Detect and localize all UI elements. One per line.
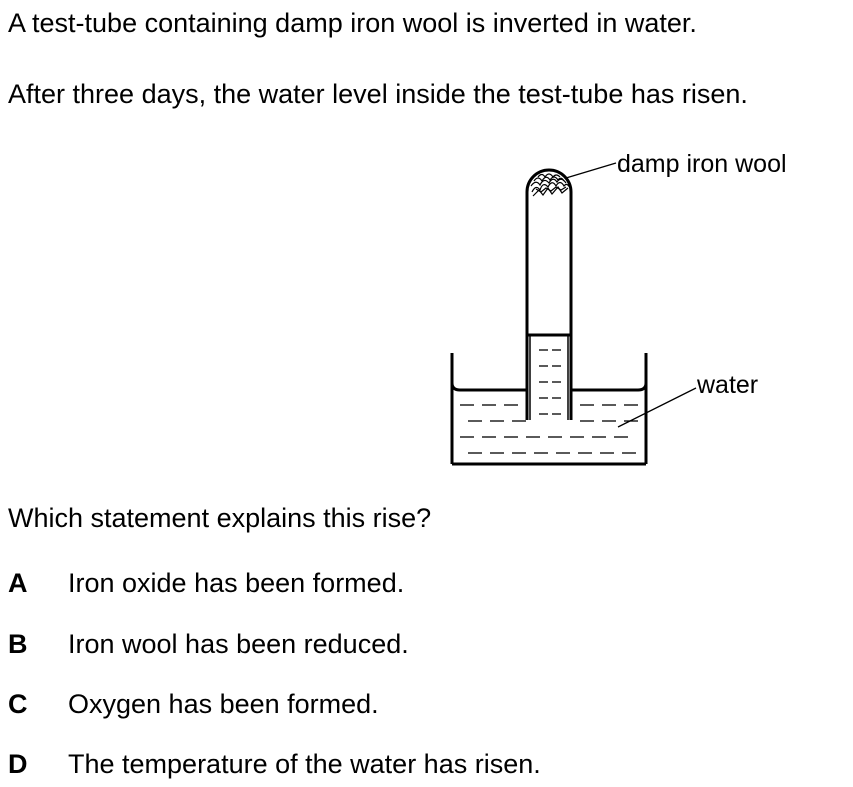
option-letter: D [8,749,28,779]
option-text: The temperature of the water has risen. [68,749,541,779]
iron-wool [530,173,571,197]
test-tube [525,168,573,420]
option-letter: C [8,689,28,719]
option-text: Iron oxide has been formed. [68,568,405,598]
water-leader-line [617,387,697,428]
intro-sentence-1: A test-tube containing damp iron wool is… [8,8,697,38]
iron-wool-leader-line [565,162,617,179]
label-damp-iron-wool: damp iron wool [617,150,787,178]
option-letter: B [8,629,28,659]
intro-sentence-2: After three days, the water level inside… [8,79,748,109]
option-text: Iron wool has been reduced. [68,629,409,659]
water-trough [450,353,648,466]
label-water: water [696,371,758,399]
option-text: Oxygen has been formed. [68,689,379,719]
option-letter: A [8,568,28,598]
water-surface-outer [450,382,648,392]
water-dashes [460,349,638,454]
question-text: Which statement explains this rise? [8,503,432,533]
